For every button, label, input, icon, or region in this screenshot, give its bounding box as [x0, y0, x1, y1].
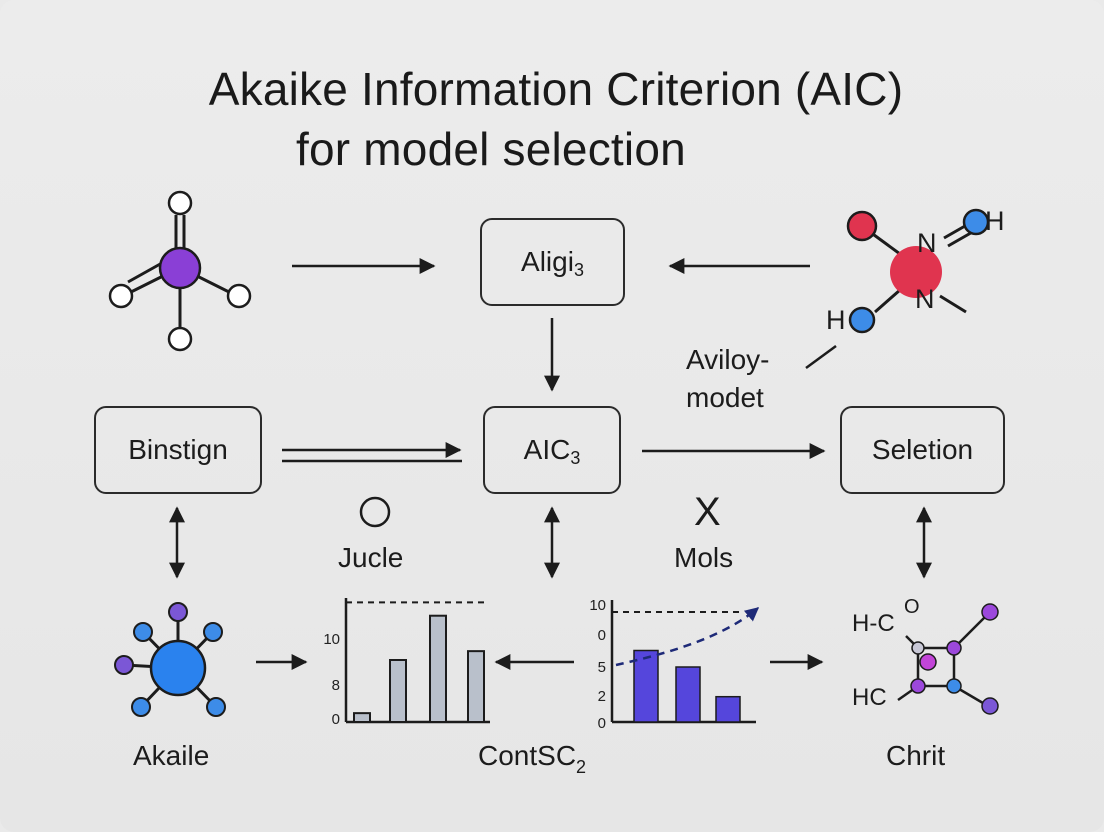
chart2-bar — [633, 649, 659, 723]
title-line-1: Akaike Information Criterion (AIC) — [208, 63, 904, 115]
chart2-bar — [675, 666, 701, 723]
chart2-bar — [715, 695, 741, 723]
label-aviloy-line2: modet — [686, 382, 764, 413]
label-akaile: Akaile — [133, 740, 210, 771]
label-contsc-text: ContSC — [478, 740, 577, 771]
node-aic-sub: 3 — [570, 447, 581, 468]
molecule-bottom-right-icon — [897, 603, 999, 715]
node-aic-label: AIC — [523, 434, 571, 465]
chart2-tick-label: 5 — [598, 659, 606, 676]
label-chrit: Chrit — [886, 740, 946, 771]
hub-molecule-icon — [114, 602, 226, 717]
atom-label-hc1: H-C — [852, 610, 895, 637]
atom-label-h2: H — [826, 305, 846, 335]
chart2-tick-label: 2 — [598, 688, 606, 705]
chart2-tick-label: 0 — [598, 627, 606, 644]
label-aviloy-line1: Aviloy- — [686, 344, 770, 375]
chart2-trend-curve — [615, 607, 760, 667]
chart1-bar — [389, 659, 407, 723]
chart-1: 10 8 0 — [323, 598, 490, 728]
chart1-bar — [467, 650, 485, 724]
node-aligi-label: Aligi — [521, 246, 574, 277]
chart1-bar — [353, 712, 371, 724]
node-aligi-sub: 3 — [573, 259, 584, 280]
chart1-bar — [429, 614, 447, 724]
circle-icon — [359, 496, 391, 528]
node-binstign[interactable]: Binstign — [94, 406, 262, 494]
label-jucle: Jucle — [338, 542, 404, 573]
label-mols: Mols — [674, 542, 734, 573]
molecule-top-right-icon — [805, 208, 990, 370]
chart-2: 10 0 5 2 0 — [589, 597, 760, 732]
atom-label-hc2: HC — [852, 684, 887, 711]
atom-label-n2: N — [915, 284, 935, 314]
chart2-tick-label: 10 — [589, 597, 606, 614]
chart2-tick-label: 0 — [598, 715, 606, 732]
x-mark: X — [694, 490, 721, 534]
molecule-top-left-icon — [108, 190, 252, 352]
node-binstign-label: Binstign — [128, 434, 228, 465]
chart1-tick-label: 10 — [323, 631, 340, 648]
atom-label-h1: H — [985, 206, 1005, 236]
title-line-2: for model selection — [296, 123, 686, 175]
node-seletion-label: Seletion — [871, 434, 974, 465]
chart1-tick-label: 0 — [332, 711, 340, 728]
label-contsc: ContSC2 — [478, 740, 586, 777]
label-contsc-sub: 2 — [576, 757, 587, 777]
atom-label-n1: N — [917, 228, 937, 258]
atom-label-o: O — [904, 596, 920, 618]
chart1-tick-label: 8 — [332, 677, 340, 694]
arrows — [169, 258, 932, 670]
node-seletion[interactable]: Seletion — [840, 406, 1005, 494]
